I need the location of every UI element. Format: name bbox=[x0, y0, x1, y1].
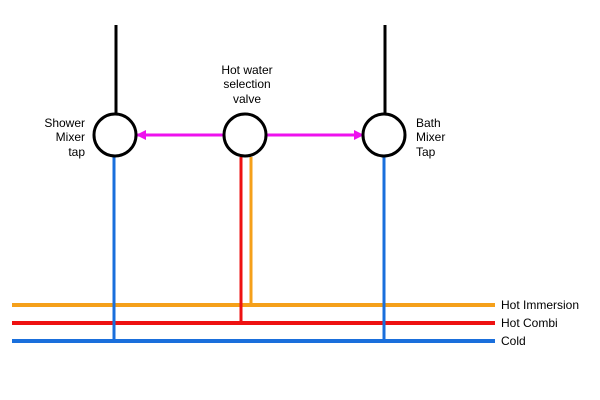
legend-cold: Cold bbox=[501, 334, 526, 348]
shower-label-line-1: Shower bbox=[44, 116, 85, 130]
valve-label-line-1: Hot water bbox=[221, 63, 272, 77]
bath-label-line-2: Mixer bbox=[416, 130, 445, 144]
bath-label-line-3: Tap bbox=[416, 145, 436, 159]
legend-hot-immersion: Hot Immersion bbox=[501, 298, 579, 312]
shower-mixer-tap-node bbox=[92, 112, 138, 158]
bath-mixer-tap-node bbox=[361, 112, 407, 158]
bath-label-line-1: Bath bbox=[416, 116, 441, 130]
shower-label-line-2: Mixer bbox=[56, 130, 85, 144]
legend-hot-combi: Hot Combi bbox=[501, 316, 558, 330]
shower-label-line-3: tap bbox=[68, 145, 85, 159]
valve-label-line-3: valve bbox=[233, 92, 261, 106]
valve-label-line-2: selection bbox=[223, 77, 270, 91]
hot-water-selection-valve-node bbox=[222, 112, 268, 158]
